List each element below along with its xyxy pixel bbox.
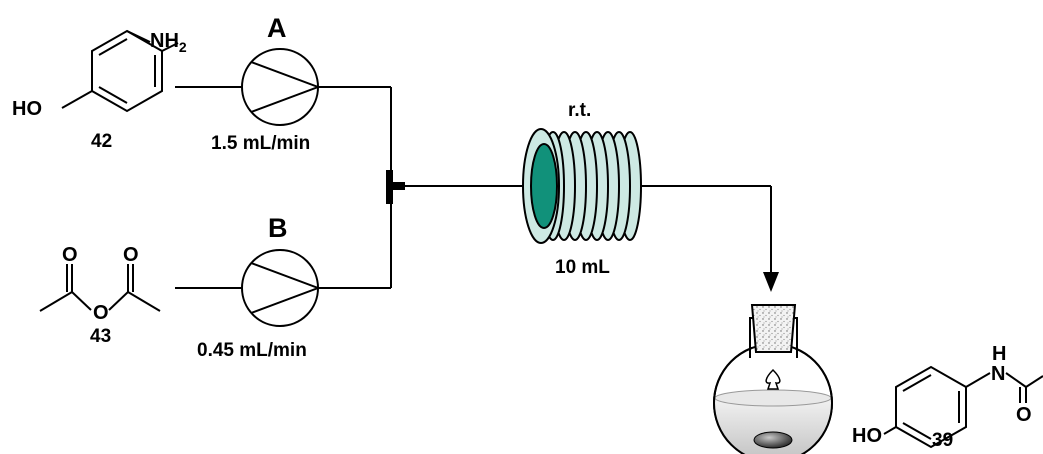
bridging-oxygen: O: [93, 302, 109, 324]
paracetamol-hydroxyl-label: HO: [852, 425, 882, 447]
pump-b-flow-rate: 0.45 mL/min: [197, 340, 307, 361]
pump-a: [241, 48, 321, 126]
reactor-volume: 10 mL: [555, 257, 610, 278]
flow-arrowhead: [763, 272, 779, 292]
amide-nitrogen-label: N: [991, 363, 1006, 385]
pump-a-label: A: [267, 13, 287, 43]
pump-a-flow-rate: 1.5 mL/min: [211, 133, 311, 154]
amide-hydrogen-label: H: [992, 343, 1007, 365]
amide-oxygen-label: O: [1016, 404, 1032, 426]
amine-group-label: NH2: [150, 30, 187, 55]
compound-39-number: 39: [932, 430, 954, 451]
coil-reactor: [522, 128, 642, 244]
carbonyl-oxygen-left: O: [62, 244, 78, 266]
t-mixer: [386, 170, 405, 204]
acetic-anhydride-structure: [39, 264, 161, 312]
hydroxyl-group-label: HO: [12, 98, 42, 120]
carbonyl-oxygen-right: O: [123, 244, 139, 266]
paracetamol-structure: [883, 365, 1043, 449]
compound-42-number: 42: [91, 131, 113, 152]
reactor-temperature: r.t.: [568, 100, 592, 121]
aminophenol-structure: [61, 29, 179, 113]
pump-b: [241, 249, 321, 327]
pump-b-label: B: [268, 213, 288, 243]
compound-43-number: 43: [90, 326, 112, 347]
collection-flask: [713, 304, 833, 454]
